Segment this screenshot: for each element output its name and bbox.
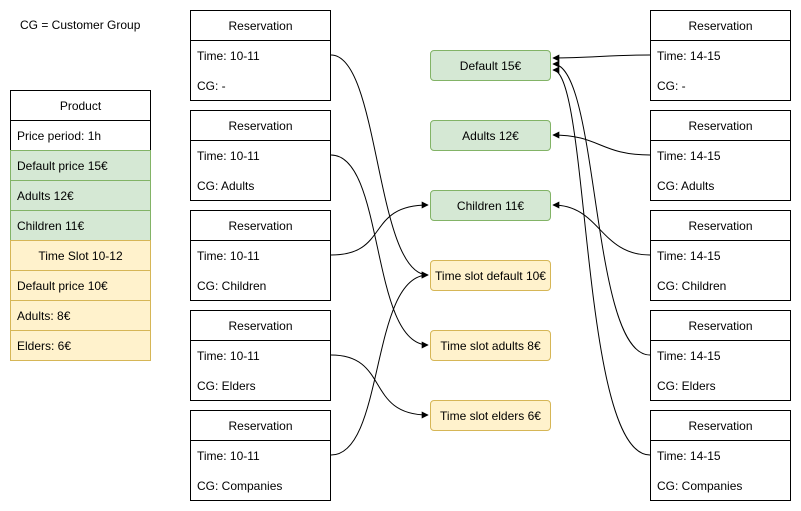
reservation-title: Reservation — [651, 311, 790, 341]
reservation-cg: CG: Adults — [657, 179, 715, 193]
reservation-cg: CG: Elders — [197, 379, 256, 393]
arrow-right2-to-adults — [552, 131, 651, 156]
reservation-time: Time: 10-11 — [197, 49, 260, 63]
right-reservation-2: Reservation Time: 14-15 CG: Adults — [650, 110, 791, 201]
reservation-time: Time: 14-15 — [657, 349, 721, 363]
reservation-cg: CG: Children — [657, 279, 727, 293]
price-children: Children 11€ — [430, 190, 551, 221]
reservation-time: Time: 10-11 — [197, 149, 260, 163]
reservation-cg: CG: Elders — [657, 379, 716, 393]
reservation-time: Time: 14-15 — [657, 149, 721, 163]
reservation-cg: CG: - — [197, 79, 226, 93]
reservation-time: Time: 14-15 — [657, 49, 721, 63]
product-slot-adults-price: Adults: 8€ — [10, 300, 151, 331]
left-reservation-1: Reservation Time: 10-11 CG: - — [190, 10, 331, 101]
reservation-time: Time: 10-11 — [197, 249, 260, 263]
right-reservation-4: Reservation Time: 14-15 CG: Elders — [650, 310, 791, 401]
reservation-title: Reservation — [651, 111, 790, 141]
product-time-slot-header: Time Slot 10-12 — [10, 240, 151, 271]
arrow-right4-to-default — [552, 60, 651, 356]
price-slot-default: Time slot default 10€ — [430, 260, 551, 291]
reservation-title: Reservation — [651, 11, 790, 41]
right-reservation-3: Reservation Time: 14-15 CG: Children — [650, 210, 791, 301]
arrow-right5-to-default — [552, 66, 651, 456]
reservation-time: Time: 10-11 — [197, 449, 260, 463]
reservation-time: Time: 14-15 — [657, 449, 721, 463]
price-slot-adults: Time slot adults 8€ — [430, 330, 551, 361]
reservation-title: Reservation — [191, 211, 330, 241]
left-reservation-2: Reservation Time: 10-11 CG: Adults — [190, 110, 331, 201]
product-price-period: Price period: 1h — [10, 120, 151, 151]
product-table: Product Price period: 1h Default price 1… — [10, 90, 151, 361]
product-slot-elders-price: Elders: 6€ — [10, 330, 151, 361]
reservation-title: Reservation — [191, 11, 330, 41]
arrow-right1-to-default — [552, 54, 651, 62]
price-default: Default 15€ — [430, 50, 551, 81]
left-reservation-3: Reservation Time: 10-11 CG: Children — [190, 210, 331, 301]
arrow-left3-to-children — [330, 201, 429, 256]
legend-text: CG = Customer Group — [20, 18, 141, 32]
arrow-left4-to-slot-elders — [330, 354, 429, 419]
reservation-cg: CG: Companies — [197, 479, 283, 493]
reservation-cg: CG: Companies — [657, 479, 743, 493]
right-reservation-1: Reservation Time: 14-15 CG: - — [650, 10, 791, 101]
reservation-title: Reservation — [191, 311, 330, 341]
price-adults: Adults 12€ — [430, 120, 551, 151]
arrow-left2-to-slot-adults — [330, 154, 429, 349]
reservation-time: Time: 10-11 — [197, 349, 260, 363]
arrow-left1-to-slot-default — [330, 54, 429, 279]
product-slot-default-price: Default price 10€ — [10, 270, 151, 301]
reservation-time: Time: 14-15 — [657, 249, 721, 263]
reservation-cg: CG: Children — [197, 279, 267, 293]
left-reservation-4: Reservation Time: 10-11 CG: Elders — [190, 310, 331, 401]
reservation-cg: CG: - — [657, 79, 686, 93]
reservation-cg: CG: Adults — [197, 179, 255, 193]
right-reservation-5: Reservation Time: 14-15 CG: Companies — [650, 410, 791, 501]
product-adults-price: Adults 12€ — [10, 180, 151, 211]
reservation-title: Reservation — [191, 111, 330, 141]
product-children-price: Children 11€ — [10, 210, 151, 241]
left-reservation-5: Reservation Time: 10-11 CG: Companies — [190, 410, 331, 501]
price-slot-elders: Time slot elders 6€ — [430, 400, 551, 431]
reservation-title: Reservation — [191, 411, 330, 441]
reservation-title: Reservation — [651, 211, 790, 241]
reservation-title: Reservation — [651, 411, 790, 441]
arrow-right3-to-children — [552, 201, 651, 256]
arrow-left5-to-slot-default — [330, 271, 429, 456]
